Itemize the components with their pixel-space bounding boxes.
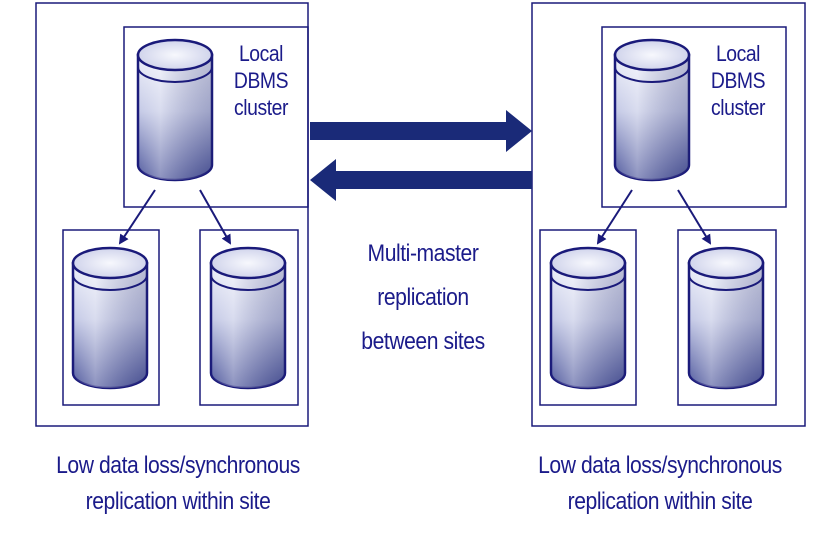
site-left-replica-box-2 <box>199 229 299 406</box>
caption-line: Low data loss/synchronous <box>538 452 782 479</box>
center-label-line: replication <box>377 284 469 311</box>
replication-arrows <box>310 110 532 201</box>
arrow-to-left <box>310 159 532 201</box>
cluster-label-line: Local <box>238 41 284 66</box>
cluster-label-line: Local <box>715 41 761 66</box>
site-right-outer-box <box>531 2 806 427</box>
cluster-label-line: cluster <box>711 95 765 120</box>
site-left-master-db-icon <box>136 38 214 182</box>
cluster-label-line: cluster <box>234 95 288 120</box>
site-left-replica-db-icon-2 <box>209 246 287 390</box>
site-left <box>35 2 309 427</box>
site-right-master-db-icon <box>613 38 691 182</box>
site-left-caption: Low data loss/synchronous replication wi… <box>37 448 319 520</box>
site-right-replica-db-icon-1 <box>549 246 627 390</box>
site-left-outer-box <box>35 2 309 427</box>
cluster-label-line: DBMS <box>233 68 289 93</box>
site-right-replica-box-1 <box>539 229 637 406</box>
site-right-caption: Low data loss/synchronous replication wi… <box>519 448 801 520</box>
site-left-replica-box-1 <box>62 229 160 406</box>
site-right-replica-db-icon-2 <box>687 246 765 390</box>
site-right-link-1 <box>596 189 633 245</box>
center-label-line: Multi-master <box>367 240 479 267</box>
site-right-cluster-box <box>601 26 787 208</box>
caption-line: replication within site <box>85 488 271 515</box>
site-right-replica-box-2 <box>677 229 777 406</box>
site-right-cluster-label: Local DBMS cluster <box>707 40 769 121</box>
site-left-link-2 <box>199 189 231 245</box>
site-left-replica-db-icon-1 <box>71 246 149 390</box>
site-right <box>531 2 806 427</box>
caption-line: replication within site <box>567 488 753 515</box>
site-left-link-1 <box>118 189 156 245</box>
center-label-line: between sites <box>361 328 485 355</box>
site-right-link-2 <box>677 189 712 245</box>
site-left-cluster-label: Local DBMS cluster <box>230 40 292 121</box>
caption-line: Low data loss/synchronous <box>56 452 300 479</box>
cluster-label-line: DBMS <box>710 68 766 93</box>
site-left-cluster-box <box>123 26 309 208</box>
arrow-to-right <box>310 110 532 152</box>
center-replication-label: Multi-master replication between sites <box>348 232 498 364</box>
